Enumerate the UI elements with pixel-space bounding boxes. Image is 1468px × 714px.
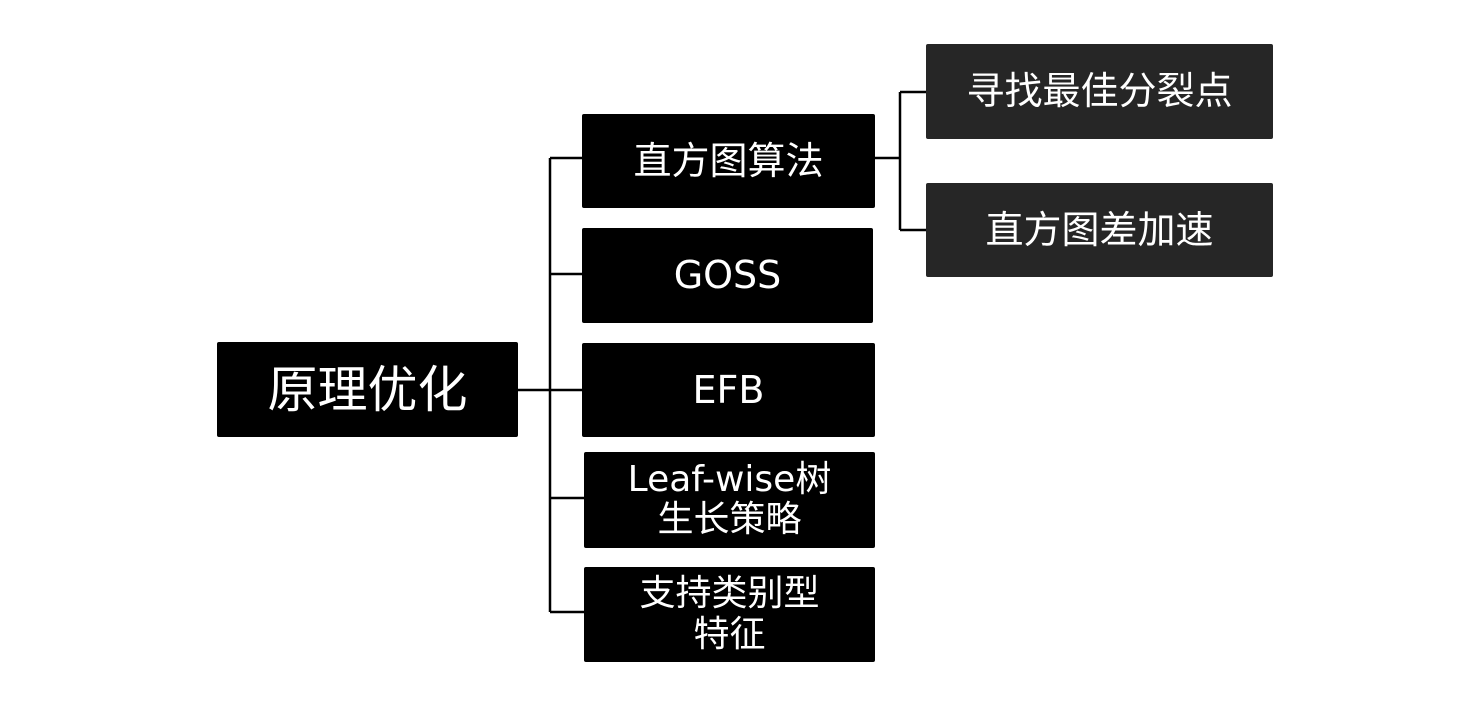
branch-node-efb: EFB bbox=[582, 343, 875, 437]
sub-node-label: 直方图差加速 bbox=[985, 207, 1214, 252]
branch-node-label: GOSS bbox=[673, 253, 782, 298]
branch-node-label: EFB bbox=[692, 367, 765, 412]
root-node-label: 原理优化 bbox=[267, 360, 468, 419]
sub-node-best-split: 寻找最佳分裂点 bbox=[926, 44, 1273, 139]
sub-node-label: 寻找最佳分裂点 bbox=[966, 69, 1233, 114]
branch-node-label: 直方图算法 bbox=[633, 138, 824, 183]
root-node: 原理优化 bbox=[217, 342, 518, 437]
branch-node-label: Leaf-wise树 生长策略 bbox=[627, 458, 832, 540]
branch-node-leaf-wise-growth: Leaf-wise树 生长策略 bbox=[584, 452, 875, 548]
branch-node-goss: GOSS bbox=[582, 228, 873, 323]
branch-node-histogram-algorithm: 直方图算法 bbox=[582, 114, 875, 208]
branch-node-label: 支持类别型 特征 bbox=[639, 573, 820, 655]
sub-node-histogram-diff: 直方图差加速 bbox=[926, 183, 1273, 277]
branch-node-categorical-features: 支持类别型 特征 bbox=[584, 567, 875, 662]
